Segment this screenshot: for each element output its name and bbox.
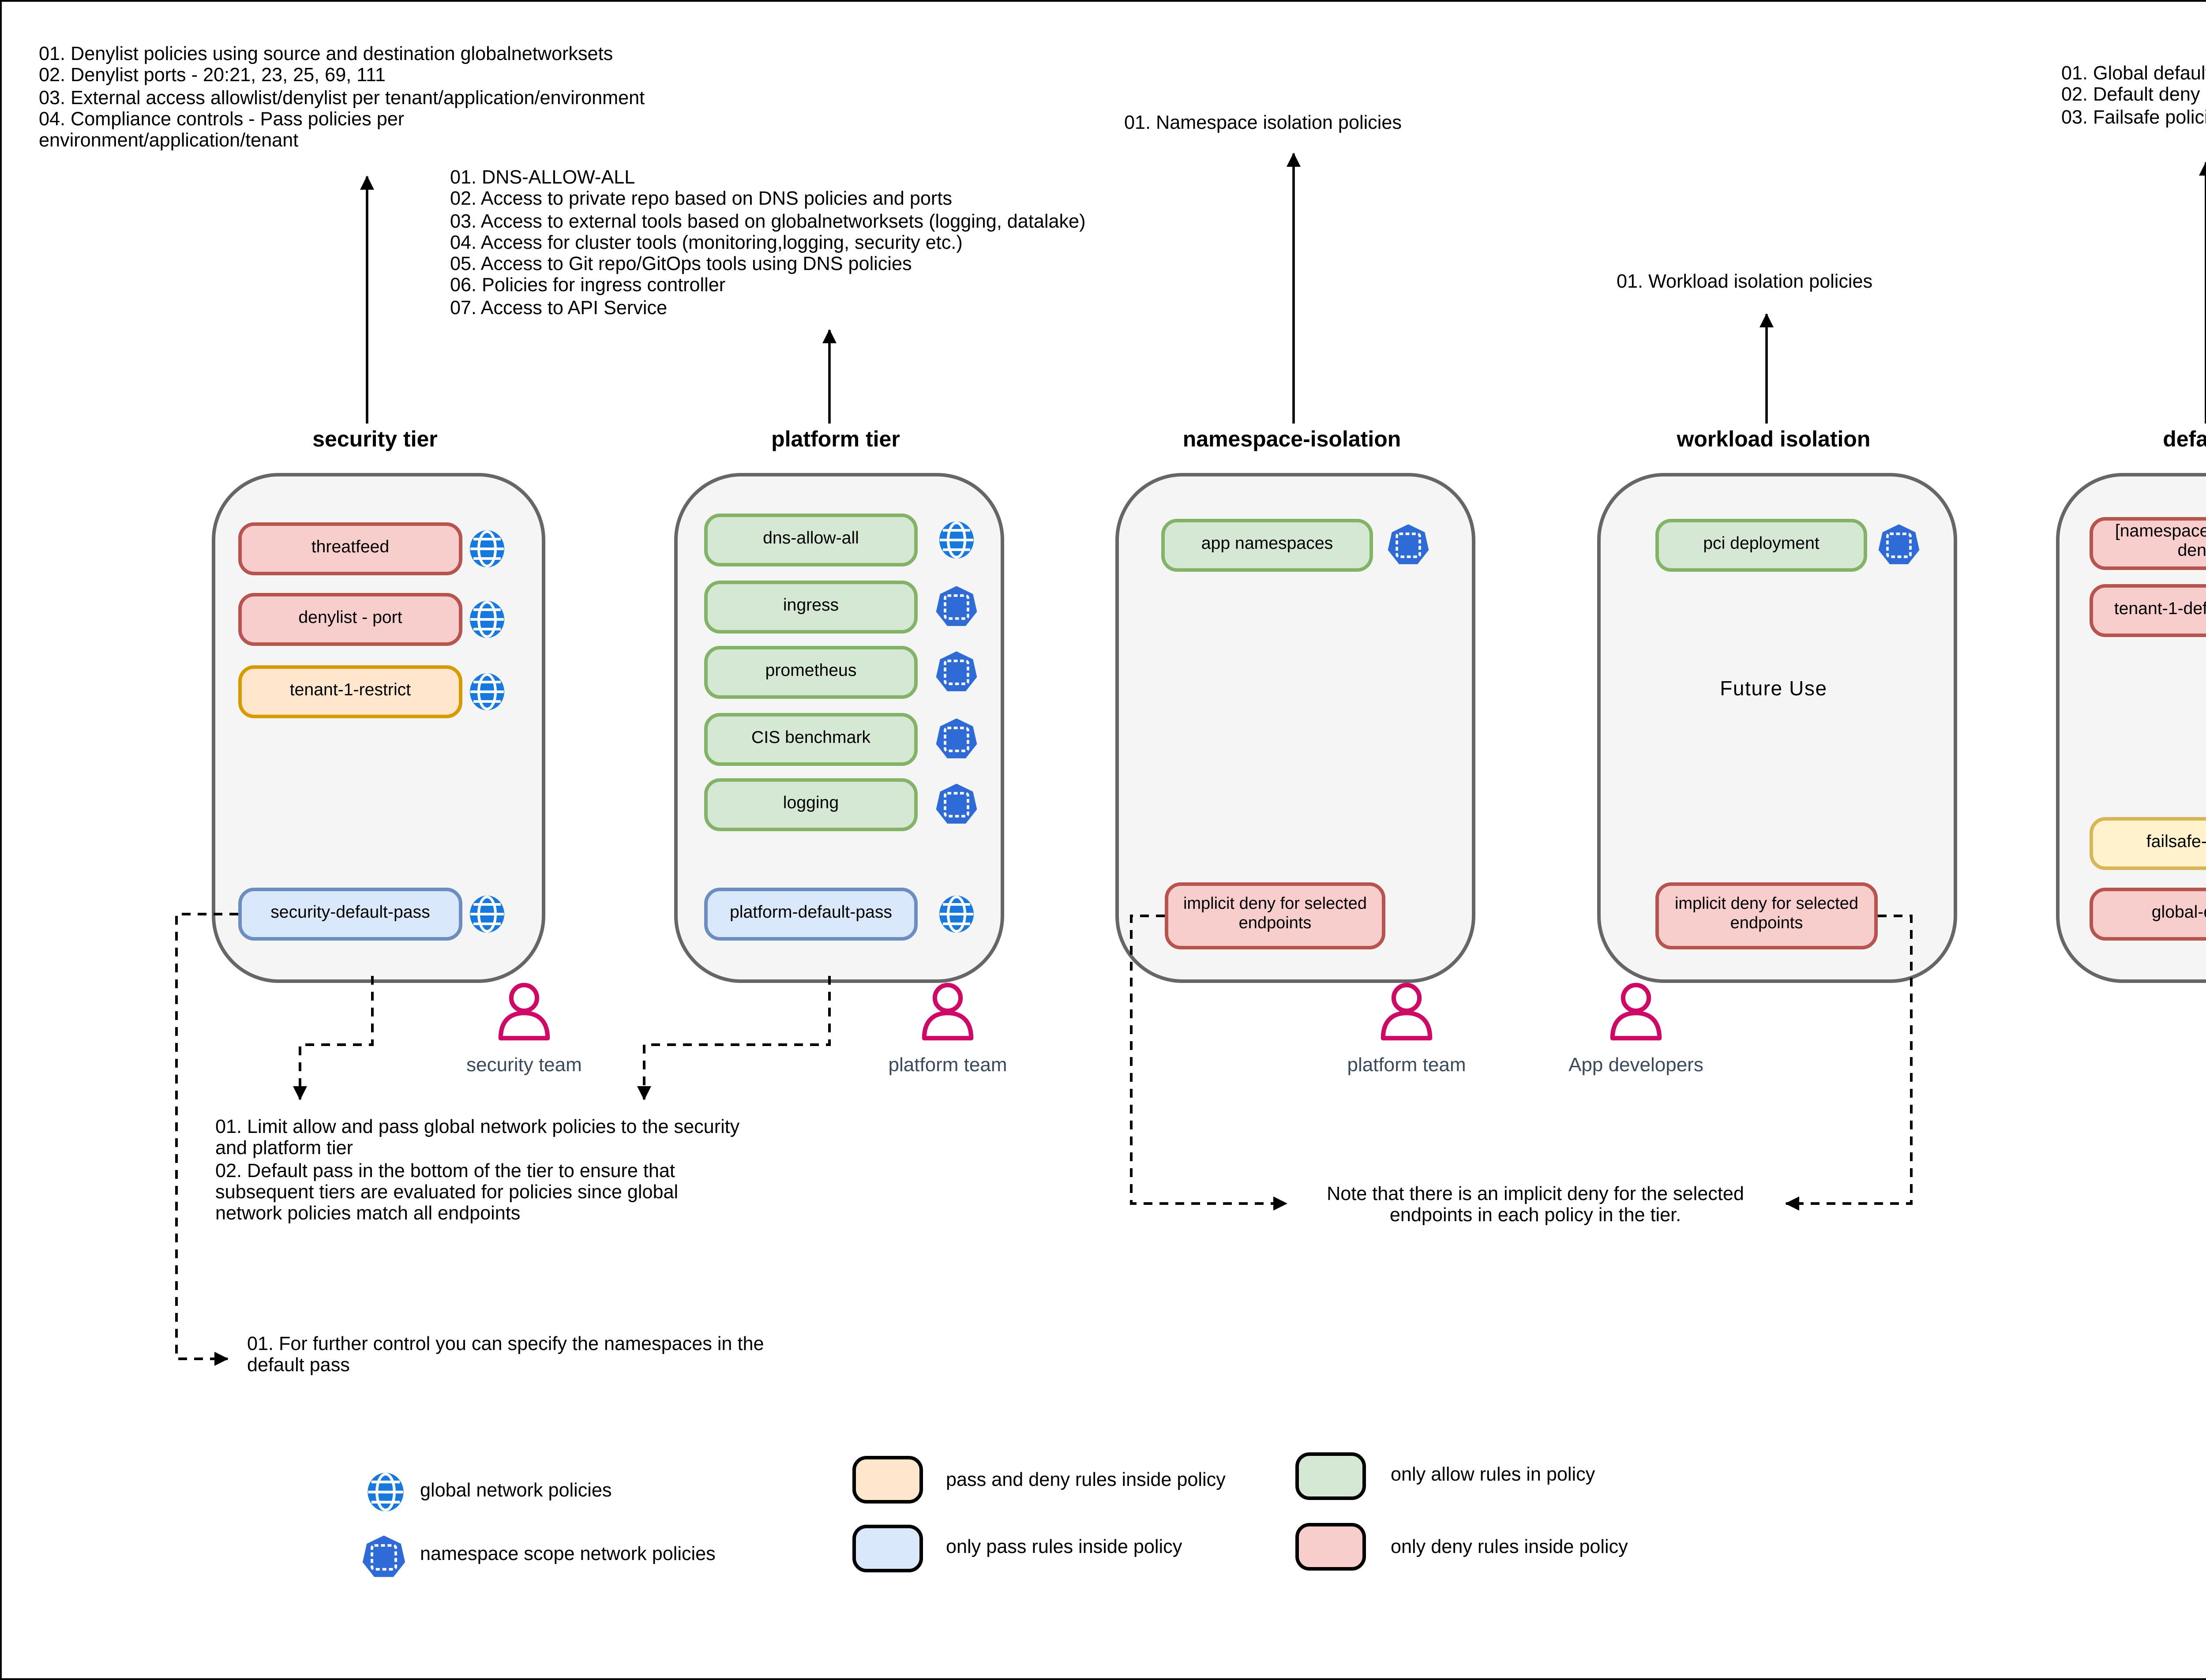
policy-cis-benchmark: CIS benchmark: [704, 713, 918, 766]
note-line: 02. Access to private repo based on DNS …: [450, 189, 952, 211]
namespace-policy-icon: [934, 584, 979, 630]
namespace-policy-icon: [934, 716, 979, 762]
namespace-policy-icon: [934, 649, 979, 695]
global-network-policy-icon: [466, 893, 508, 935]
note-line: 02. Denylist ports - 20:21, 23, 25, 69, …: [39, 66, 386, 87]
tier-title-security: security tier: [312, 427, 438, 452]
legend-swatch-deny: [1295, 1523, 1366, 1571]
team-label-app-developers: App developers: [1568, 1055, 1703, 1076]
policy-tenant-1-default-deny: tenant-1-default-deny: [2090, 584, 2206, 637]
tier-title-namespace-isolation: namespace-isolation: [1182, 427, 1401, 452]
note-line: 01. Limit allow and pass global network …: [215, 1117, 740, 1138]
note-line: 01. Denylist policies using source and d…: [39, 44, 613, 65]
policy-denylist-port: denylist - port: [238, 593, 462, 646]
namespace-isolation-note: 01. Namespace isolation policies: [1124, 113, 1402, 134]
globe-icon: [364, 1470, 408, 1514]
further-control-note: 01. For further control you can specify …: [247, 1334, 764, 1377]
legend-swatch-pass-deny: [852, 1456, 923, 1504]
note-line: 03. External access allowlist/denylist p…: [39, 87, 645, 109]
policy-prometheus: prometheus: [704, 646, 918, 699]
policy-dns-allow-all: dns-allow-all: [704, 514, 918, 566]
policy-security-default-pass: security-default-pass: [238, 888, 462, 941]
namespace-icon: [360, 1534, 408, 1581]
global-network-policy-icon: [935, 519, 978, 561]
policy-namespace-default-deny: [namespace]-default-deny: [2090, 517, 2206, 570]
note-line: 06. Policies for ingress controller: [450, 276, 726, 297]
policy-failsafe-allow: failsafe-allow: [2090, 817, 2206, 870]
policy-global-deny: global-deny: [2090, 888, 2206, 941]
note-line: 07. Access to API Service: [450, 298, 668, 319]
team-label-platform: platform team: [888, 1055, 1007, 1076]
note-line: endpoints in each policy in the tier.: [1389, 1206, 1681, 1227]
global-network-policy-icon: [935, 893, 978, 935]
policy-logging: logging: [704, 778, 918, 831]
person-icon: [1602, 981, 1670, 1048]
security-tier-notes: 01. Denylist policies using source and d…: [39, 44, 645, 153]
note-line: environment/application/tenant: [39, 131, 299, 152]
legend-swatch-allow: [1295, 1452, 1366, 1500]
global-network-policy-icon: [466, 671, 508, 713]
legend-swatch-pass: [852, 1525, 923, 1572]
note-line: 04. Access for cluster tools (monitoring…: [450, 232, 963, 254]
note-line: 04. Compliance controls - Pass policies …: [39, 109, 405, 131]
note-line: network policies match all endpoints: [215, 1204, 521, 1225]
policy-platform-default-pass: platform-default-pass: [704, 888, 918, 941]
future-use-label: Future Use: [1720, 679, 1827, 701]
legend-pass-deny-label: pass and deny rules inside policy: [946, 1470, 1226, 1491]
note-line: default pass: [247, 1356, 350, 1377]
namespace-policy-icon: [1385, 522, 1431, 568]
global-network-policy-icon: [466, 598, 508, 641]
policy-implicit-deny-workload: implicit deny for selected endpoints: [1655, 882, 1878, 949]
platform-tier-notes: 01. DNS-ALLOW-ALL 02. Access to private …: [450, 168, 1086, 319]
legend-deny-label: only deny rules inside policy: [1391, 1537, 1628, 1558]
note-line: 03. Access to external tools based on gl…: [450, 211, 1086, 232]
note-line: 03. Failsafe policies: [2061, 107, 2206, 128]
tier-title-workload-isolation: workload isolation: [1677, 427, 1871, 452]
person-icon: [491, 981, 558, 1048]
person-icon: [1373, 981, 1440, 1048]
policy-ingress: ingress: [704, 581, 918, 634]
note-line: 05. Access to Git repo/GitOps tools usin…: [450, 254, 912, 276]
global-network-policy-icon: [466, 528, 508, 570]
namespace-policy-icon: [934, 782, 979, 828]
note-line: 01. For further control you can specify …: [247, 1334, 764, 1355]
tier-title-default: default tier: [2163, 427, 2206, 452]
note-line: 02. Default deny per namespace: [2061, 85, 2206, 107]
person-icon: [914, 981, 981, 1048]
limit-pass-note: 01. Limit allow and pass global network …: [215, 1117, 739, 1226]
policy-implicit-deny-ns: implicit deny for selected endpoints: [1165, 882, 1385, 949]
policy-threatfeed: threatfeed: [238, 522, 462, 575]
namespace-policy-icon: [1876, 522, 1922, 568]
implicit-deny-note: Note that there is an implicit deny for …: [1304, 1184, 1767, 1227]
note-line: 02. Default pass in the bottom of the ti…: [215, 1160, 675, 1182]
legend-global-network-policies: global network policies: [420, 1481, 612, 1502]
tier-title-platform: platform tier: [771, 427, 900, 452]
legend-allow-label: only allow rules in policy: [1391, 1465, 1595, 1486]
team-label-security: security team: [466, 1055, 582, 1076]
legend-namespace-scope-policies: namespace scope network policies: [420, 1544, 716, 1565]
note-line: and platform tier: [215, 1139, 353, 1160]
note-line: Note that there is an implicit deny for …: [1327, 1184, 1744, 1205]
default-tier-notes: 01. Global default deny 02. Default deny…: [2061, 64, 2206, 129]
team-label-platform-2: platform team: [1347, 1055, 1466, 1076]
workload-isolation-note: 01. Workload isolation policies: [1617, 272, 1873, 293]
policy-tenant-1-restrict: tenant-1-restrict: [238, 665, 462, 718]
legend-pass-label: only pass rules inside policy: [946, 1537, 1182, 1558]
note-line: 01. Global default deny: [2061, 64, 2206, 85]
note-line: subsequent tiers are evaluated for polic…: [215, 1182, 679, 1204]
note-line: 01. DNS-ALLOW-ALL: [450, 168, 635, 189]
policy-pci-deployment: pci deployment: [1655, 519, 1867, 572]
policy-app-namespaces: app namespaces: [1161, 519, 1373, 572]
